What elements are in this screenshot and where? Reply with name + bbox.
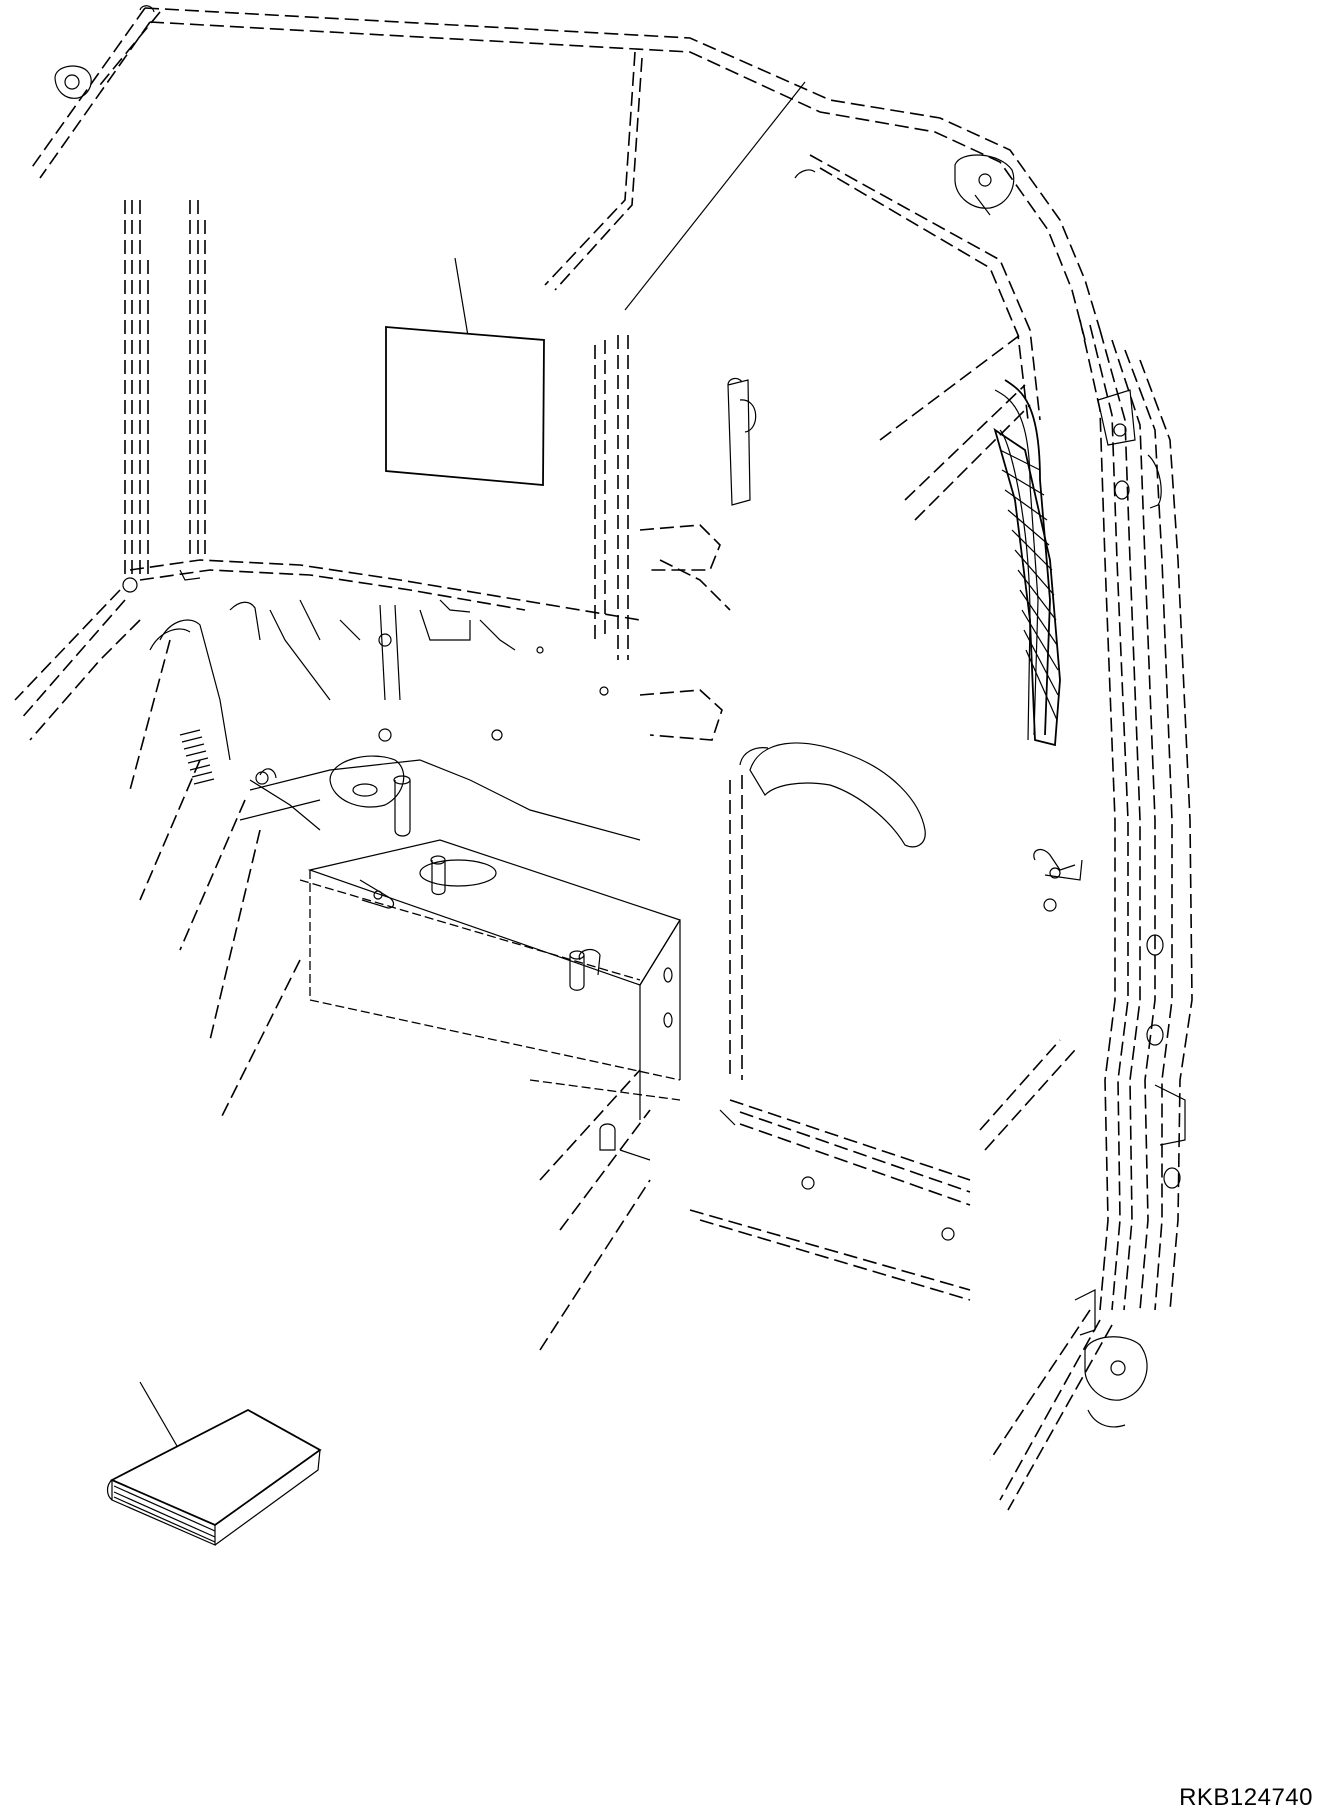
front-pillar-outline xyxy=(989,319,1193,1511)
label-plate-rectangle xyxy=(385,326,545,486)
label-plate-leader xyxy=(454,257,469,337)
rear-panel-outline xyxy=(124,51,806,660)
wiper-assembly xyxy=(993,427,1061,747)
cab-floor-outline xyxy=(14,589,971,1351)
book-icon xyxy=(106,1381,322,1546)
cab-roof-outline xyxy=(29,5,1101,341)
drawing-code: RKB124740 xyxy=(1179,1784,1313,1811)
label-plate xyxy=(385,257,545,486)
side-window-outline xyxy=(794,154,1061,747)
rear-console-outline xyxy=(122,377,1076,1241)
book-leader xyxy=(139,1381,178,1447)
